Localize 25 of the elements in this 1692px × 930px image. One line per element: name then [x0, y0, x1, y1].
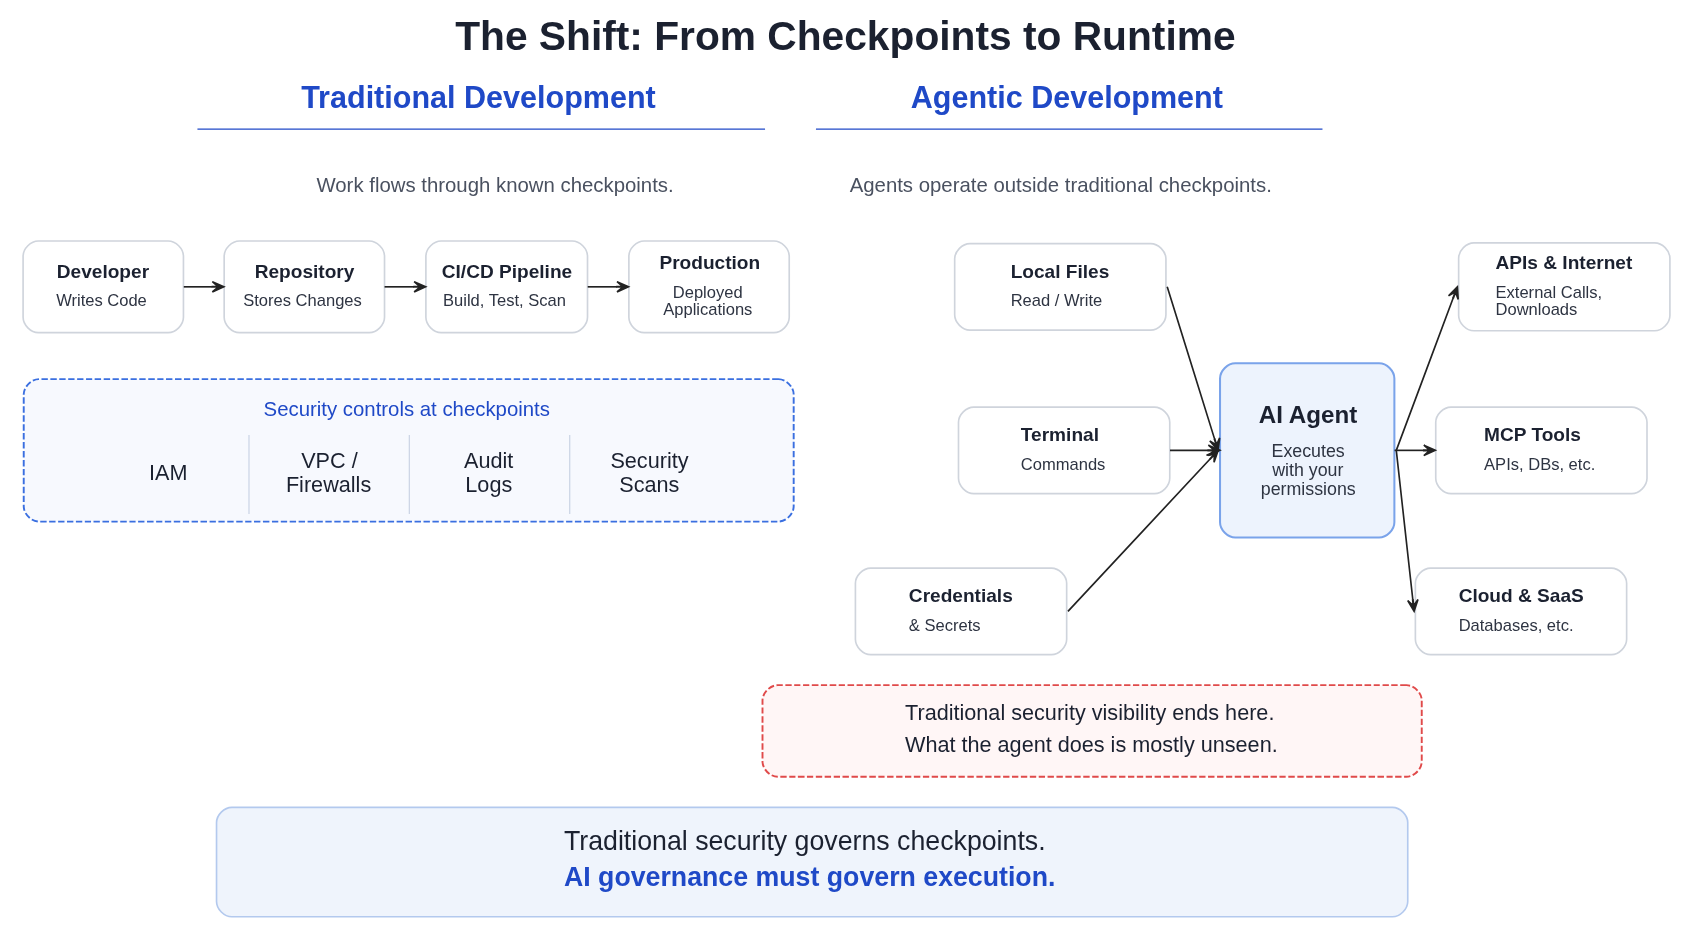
node-box: MCP Tools APIs, DBs, etc. [1434, 406, 1648, 495]
label: Work flows through known checkpoints. [315, 174, 674, 197]
arrow [586, 280, 629, 293]
arrow [383, 280, 426, 293]
node-box: AI Agent Executes with your permissions [1218, 362, 1395, 539]
arrow [182, 280, 225, 293]
diagram-title: The Shift: From Checkpoints to Runtime [454, 12, 1236, 59]
node-box: Security controls at checkpoints IAM VPC / Firewalls Audit Logs Security Scans [22, 378, 795, 523]
node-box: CI/CD Pipeline Build, Test, Scan [424, 240, 588, 334]
node-box: Credentials & Secrets [854, 567, 1067, 656]
node-box: Local Files Read / Write [953, 242, 1167, 331]
label: Agentic Development [910, 79, 1223, 114]
arrow [1394, 286, 1459, 452]
node-box: Traditional security visibility ends here. What the agent does is mostly unseen. [761, 684, 1423, 778]
node-box: Production Deployed Applications [627, 240, 790, 334]
node-box: Cloud & SaaS Databases, etc. [1414, 567, 1627, 656]
arrow [1394, 449, 1419, 613]
node-box: Developer Writes Code [21, 240, 184, 334]
node-box: Terminal Commands [957, 406, 1171, 495]
arrow [1066, 449, 1219, 613]
node-box: Repository Stores Changes [222, 240, 385, 334]
label: Agents operate outside traditional checkpoints. [849, 174, 1272, 197]
node-box: Traditional security governs checkpoints. AI governance must govern execution. [215, 806, 1409, 918]
node-box: APIs & Internet External Calls, Downloads [1457, 242, 1671, 332]
label: Traditional Development [300, 79, 656, 114]
